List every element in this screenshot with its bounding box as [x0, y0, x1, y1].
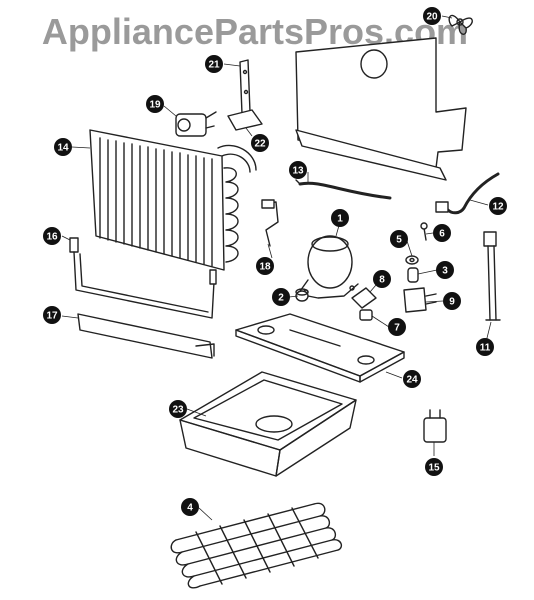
- callout-12: 12: [489, 197, 507, 215]
- svg-text:14: 14: [57, 143, 69, 154]
- callout-16: 16: [43, 227, 61, 245]
- svg-text:3: 3: [442, 266, 448, 277]
- svg-text:15: 15: [428, 463, 440, 474]
- callout-1: 1: [331, 209, 349, 227]
- defrost-bracket: [261, 199, 279, 247]
- solenoid-valve: [175, 111, 217, 137]
- capillary-tube: [295, 179, 392, 200]
- svg-text:21: 21: [208, 60, 220, 71]
- svg-text:9: 9: [449, 297, 455, 308]
- svg-text:2: 2: [278, 293, 284, 304]
- svg-text:16: 16: [46, 232, 58, 243]
- sleeve: [407, 267, 419, 283]
- callout-4: 4: [181, 498, 199, 516]
- svg-text:20: 20: [426, 12, 438, 23]
- callout-19: 19: [146, 95, 164, 113]
- drain-hose: [435, 172, 500, 215]
- svg-text:17: 17: [46, 311, 58, 322]
- svg-text:1: 1: [337, 214, 343, 225]
- callout-21: 21: [205, 55, 223, 73]
- drain-pan: [179, 371, 357, 477]
- svg-text:13: 13: [292, 166, 304, 177]
- drain-tube: [69, 237, 217, 319]
- svg-text:22: 22: [254, 139, 266, 150]
- baffle-strip: [77, 313, 215, 359]
- svg-text:12: 12: [492, 202, 504, 213]
- callout-markers: 1 2 3 4 5 6 7 8 9 11 12 13 14 15 16 17 1…: [43, 7, 507, 516]
- callout-14: 14: [54, 138, 72, 156]
- svg-text:24: 24: [406, 375, 418, 386]
- compressor: [297, 235, 359, 299]
- svg-text:18: 18: [259, 262, 271, 273]
- callout-13: 13: [289, 161, 307, 179]
- callout-11: 11: [476, 338, 494, 356]
- svg-text:5: 5: [396, 235, 402, 246]
- callout-24: 24: [403, 370, 421, 388]
- fan-blade: [448, 14, 473, 35]
- callout-15: 15: [425, 458, 443, 476]
- callout-2: 2: [272, 288, 290, 306]
- callout-17: 17: [43, 306, 61, 324]
- mounting-bracket: [227, 59, 263, 131]
- svg-text:6: 6: [439, 229, 445, 240]
- svg-text:4: 4: [187, 503, 193, 514]
- svg-text:8: 8: [379, 275, 385, 286]
- callout-23: 23: [169, 400, 187, 418]
- water-valve: [423, 409, 447, 443]
- callout-9: 9: [443, 292, 461, 310]
- power-cord: [483, 231, 501, 321]
- condenser-coil: [89, 129, 257, 271]
- svg-text:11: 11: [480, 343, 491, 354]
- grommet: [295, 288, 309, 302]
- svg-text:7: 7: [394, 323, 400, 334]
- washer-and-bolt: [405, 222, 428, 265]
- heater-grid: [170, 502, 343, 589]
- callout-5: 5: [390, 230, 408, 248]
- svg-text:23: 23: [172, 405, 184, 416]
- start-relay: [403, 287, 437, 313]
- callout-7: 7: [388, 318, 406, 336]
- callout-20: 20: [423, 7, 441, 25]
- relay: [351, 287, 377, 321]
- back-panel: [295, 37, 467, 181]
- svg-text:19: 19: [149, 100, 161, 111]
- compressor-base: [235, 313, 405, 383]
- callout-8: 8: [373, 270, 391, 288]
- callout-3: 3: [436, 261, 454, 279]
- callout-22: 22: [251, 134, 269, 152]
- callout-18: 18: [256, 257, 274, 275]
- callout-6: 6: [433, 224, 451, 242]
